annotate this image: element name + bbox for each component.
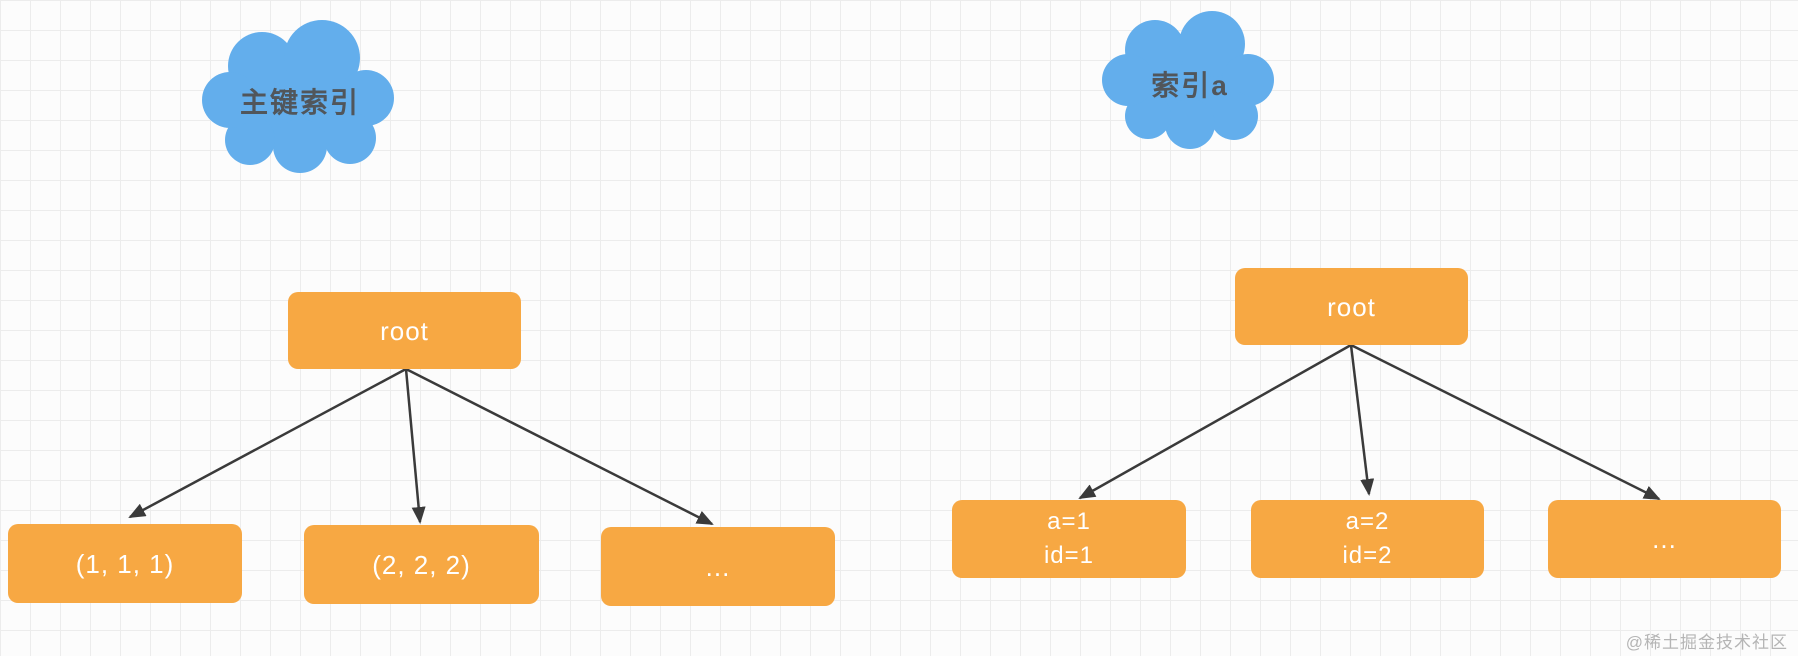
node-text: ...: [705, 551, 731, 582]
node-text: a=2: [1345, 508, 1390, 535]
primary-key-index-label: 主键索引: [239, 87, 361, 118]
node-text: root: [380, 315, 429, 346]
primary-key-index-root-node: root: [288, 292, 521, 369]
index-a-cloud-shape: [1102, 11, 1274, 149]
primary-key-index-leaf-node-1: (1, 1, 1): [8, 524, 242, 603]
arrow-root-to-leaf3: [405, 367, 714, 526]
primary-key-index-cloud-shape: [202, 20, 394, 173]
node-text: id=1: [1043, 542, 1095, 569]
node-text: ...: [1652, 524, 1677, 554]
node-text: a=1: [1047, 508, 1091, 535]
juejin-watermark: @稀土掘金技术社区: [1625, 633, 1788, 652]
index-a-leaf-node-1: a=1 id=1: [952, 500, 1186, 578]
node-text: root: [1327, 291, 1376, 322]
index-a-label: 索引a: [1151, 70, 1229, 101]
index-a-leaf-node-2: a=2 id=2: [1251, 500, 1484, 578]
arrow-root-to-leaf2: [1349, 344, 1375, 496]
arrow-root-to-leaf1: [128, 367, 407, 519]
index-a-root-node: root: [1235, 268, 1468, 345]
arrow-root-to-leaf3: [1350, 343, 1661, 501]
node-text: (2, 2, 2): [372, 549, 471, 580]
node-text: id=2: [1342, 542, 1393, 569]
index-a-arrows: [1078, 343, 1661, 501]
primary-key-index-leaf-node-2: (2, 2, 2): [304, 525, 539, 604]
node-text: (1, 1, 1): [75, 548, 175, 579]
primary-key-index-leaf-node-3: ...: [601, 527, 835, 606]
index-a-leaf-node-3: ...: [1548, 500, 1781, 578]
primary-key-index-arrows: [128, 367, 714, 526]
arrow-root-to-leaf2: [404, 368, 426, 524]
arrow-root-to-leaf1: [1078, 343, 1352, 500]
